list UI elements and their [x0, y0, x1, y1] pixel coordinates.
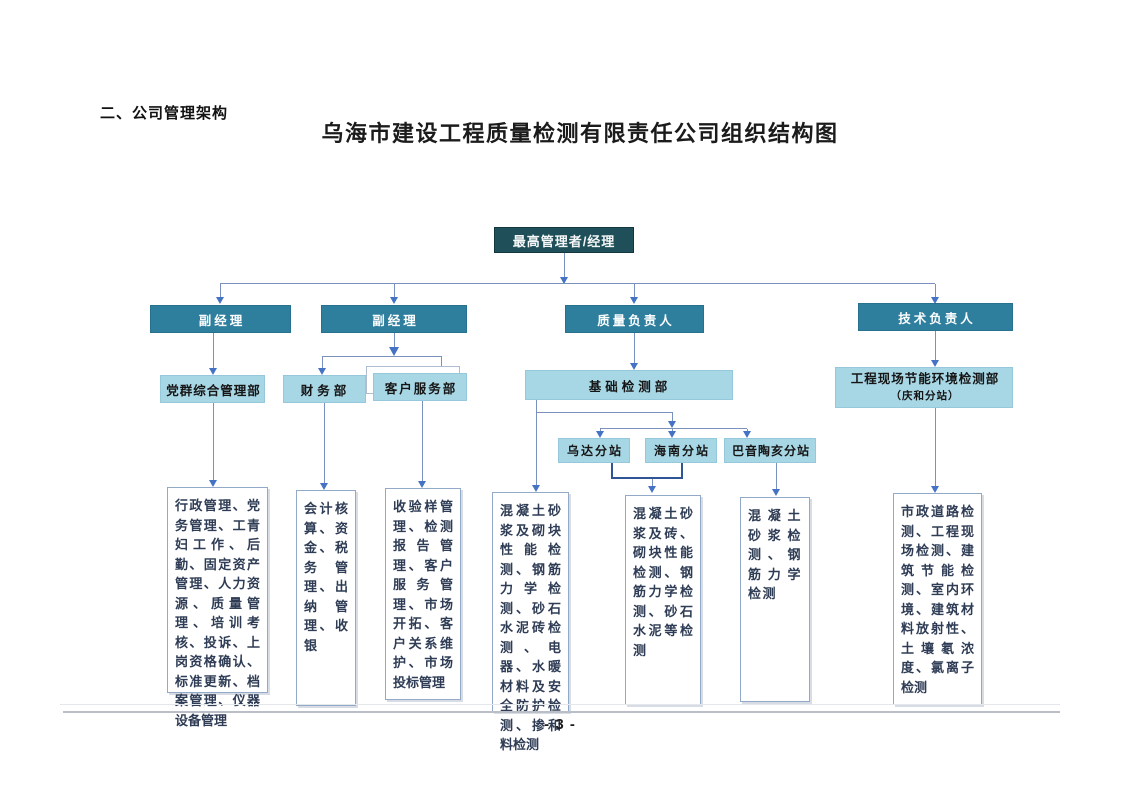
- connector-site-drop: [935, 408, 936, 486]
- arrow-basic-dept: [630, 363, 638, 370]
- duty-box-finance: 会计核算、资金、税务管理、出纳管理、收银: [296, 490, 356, 706]
- connector-level2-bus: [220, 283, 935, 284]
- connector-basic-left-drop: [536, 400, 537, 486]
- arrow-technical: [931, 297, 939, 304]
- org-box-basic-testing-dept: 基础检测部: [525, 370, 733, 400]
- connector-substation-bus: [600, 428, 747, 429]
- arrow-deputy2-split: [389, 347, 399, 356]
- connector-deputy2-stem: [394, 333, 395, 349]
- bracket-wuda-leg: [611, 463, 613, 479]
- connector-drop-customer: [441, 356, 442, 367]
- arrow-finance-dept: [318, 368, 326, 375]
- bracket-merge-bar: [611, 477, 683, 479]
- connector-drop-quality: [634, 284, 635, 298]
- section-heading: 二、公司管理架构: [100, 105, 229, 122]
- org-box-technical-leader: 技术负责人: [858, 303, 1013, 331]
- arrow-wuda: [596, 431, 604, 438]
- arrow-duty1: [209, 480, 217, 487]
- arrow-duty4: [532, 485, 540, 492]
- footer-rule: [63, 711, 1060, 713]
- org-box-bayintaohai-substation: 巴音陶亥分站: [724, 438, 816, 463]
- duty-box-basic-testing: 混凝土砂浆及砌块性能检测、钢筋力学检测、砂石水泥砖检测、电器、水暖材料及安全防护…: [492, 492, 569, 752]
- duty-box-customer-service: 收验样管理、检测报告管理、客户服务管理、市场开拓、客户关系维护、市场投标管理: [385, 488, 461, 700]
- duty-box-site-energy-env: 市政道路检测、工程现场检测、建筑节能检测、室内环境、建筑材料放射性、土壤氡浓度、…: [893, 493, 982, 705]
- org-box-party-admin-dept: 党群综合管理部: [160, 375, 265, 403]
- site-dept-label: 工程现场节能环境检测部: [850, 371, 1000, 386]
- site-dept-sublabel: （庆和分站）: [890, 389, 960, 402]
- arrow-root-bus: [560, 277, 568, 284]
- connector-finance-drop: [324, 403, 325, 483]
- connector-deputy1-dept: [213, 333, 214, 369]
- org-box-deputy-manager-2: 副经理: [321, 305, 467, 333]
- arrow-site-dept: [931, 360, 939, 367]
- arrow-duty5: [648, 486, 656, 493]
- connector-drop-technical: [935, 284, 936, 298]
- connector-drop-deputy2: [394, 284, 395, 298]
- arrow-deputy1: [216, 297, 224, 304]
- arrow-duty2: [320, 483, 328, 490]
- arrow-duty7: [931, 486, 939, 493]
- org-box-quality-leader: 质量负责人: [565, 305, 704, 333]
- page-number: - 3 -: [544, 716, 576, 733]
- org-box-hainan-substation: 海南分站: [645, 438, 717, 463]
- org-box-customer-service-dept: 客户服务部: [373, 373, 467, 401]
- org-box-site-energy-env-dept: 工程现场节能环境检测部 （庆和分站）: [835, 367, 1013, 408]
- connector-merge-drop: [652, 479, 653, 487]
- arrow-duty6: [772, 489, 780, 496]
- connector-basic-elbow: [536, 412, 672, 413]
- connector-party-drop: [213, 403, 214, 480]
- connector-deputy2-bus: [322, 356, 441, 357]
- connector-drop-finance: [322, 356, 323, 369]
- connector-substation-stem: [672, 412, 673, 422]
- connector-root-stem: [564, 253, 565, 283]
- connector-drop-deputy1: [220, 284, 221, 298]
- arrow-deputy2: [390, 297, 398, 304]
- connector-drop-wuda: [600, 429, 601, 432]
- arrow-party-dept: [209, 368, 217, 375]
- duty-box-wuda-hainan: 混凝土砂浆及砖、砌块性能检测、钢筋力学检测、砂石水泥等检测: [625, 495, 701, 705]
- bracket-hainan-leg: [681, 463, 683, 479]
- duty-box-party-admin: 行政管理、党务管理、工青妇工作、后勤、固定资产管理、人力资源、质量管理、培训考核…: [167, 487, 268, 728]
- arrow-duty3: [418, 481, 426, 488]
- org-chart-title: 乌海市建设工程质量检测有限责任公司组织结构图: [321, 121, 839, 146]
- connector-technical-site: [935, 331, 936, 361]
- arrow-bayintaohai: [743, 431, 751, 438]
- arrow-substation-bus: [668, 421, 676, 428]
- org-box-deputy-manager-1: 副经理: [150, 305, 291, 333]
- org-box-top-manager: 最高管理者/经理: [494, 227, 634, 253]
- connector-drop-hainan: [672, 429, 673, 432]
- arrow-quality: [630, 297, 638, 304]
- footer-faint-rule: [60, 704, 1060, 705]
- connector-quality-basic: [634, 333, 635, 364]
- arrow-hainan: [668, 431, 676, 438]
- org-box-finance-dept: 财务部: [283, 375, 366, 403]
- duty-box-bayintaohai: 混凝土砂浆检测、钢筋力学检测: [740, 497, 810, 702]
- connector-drop-bayintaohai: [747, 429, 748, 432]
- connector-bayintaohai-drop: [776, 463, 777, 489]
- org-box-wuda-substation: 乌达分站: [558, 438, 630, 463]
- connector-customer-drop: [422, 401, 423, 481]
